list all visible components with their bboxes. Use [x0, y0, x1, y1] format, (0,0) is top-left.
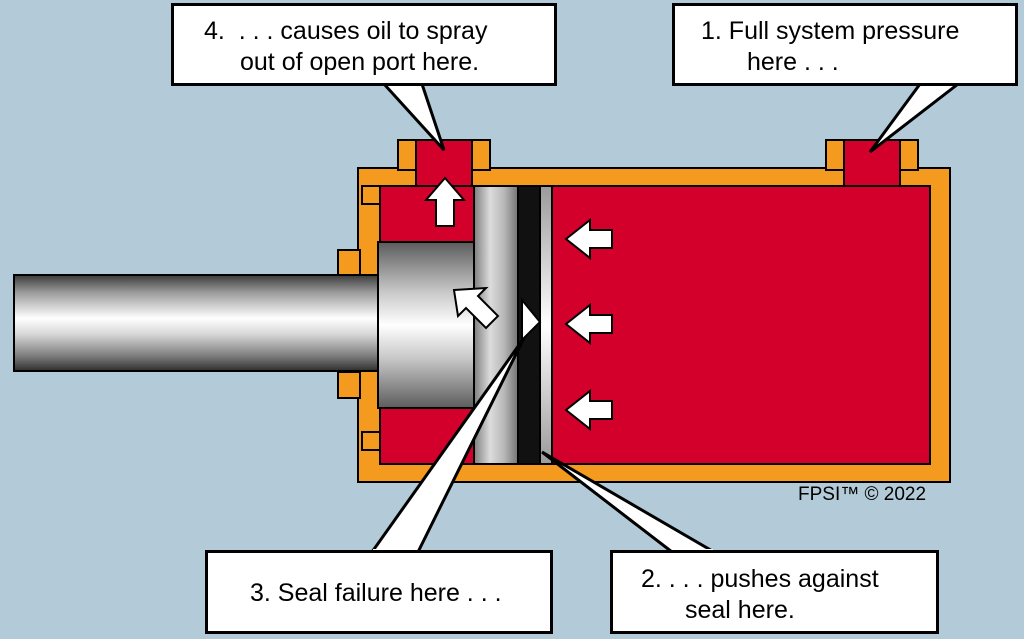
piston-rod	[13, 274, 385, 372]
callout-1-line1: 1. Full system pressure	[701, 17, 960, 45]
arrow-up-icon	[423, 176, 467, 227]
copyright-notice: FPSI™ © 2022	[798, 484, 927, 505]
arrow-left-icon	[564, 217, 613, 261]
callout-4-line2: out of open port here.	[240, 48, 480, 76]
callout-3-seal-failure: 3. Seal failure here . . .	[205, 550, 553, 634]
callout-3-line1: 3. Seal failure here . . .	[250, 579, 502, 607]
arrow-left-icon	[564, 388, 613, 432]
callout-1-pressure: 1. Full system pressure here . . .	[672, 3, 1018, 86]
seal-failure-gap	[521, 297, 542, 343]
pressure-arrows	[564, 217, 613, 432]
callout-4-line1: 4. . . . causes oil to spray	[204, 17, 488, 45]
callout-4-spray: 4. . . . causes oil to spray out of open…	[171, 3, 557, 86]
callout-2-line2: seal here.	[685, 596, 795, 624]
arrow-diagonal-icon	[452, 286, 500, 330]
callout-2-pushes-seal: 2. . . . pushes against seal here.	[610, 550, 939, 634]
rod-gland	[337, 185, 381, 451]
piston-hub	[377, 241, 477, 409]
callout-2-line1: 2. . . . pushes against	[641, 565, 879, 593]
arrow-left-icon	[564, 302, 613, 346]
callout-1-line2: here . . .	[747, 48, 839, 76]
seal-face	[539, 185, 553, 465]
